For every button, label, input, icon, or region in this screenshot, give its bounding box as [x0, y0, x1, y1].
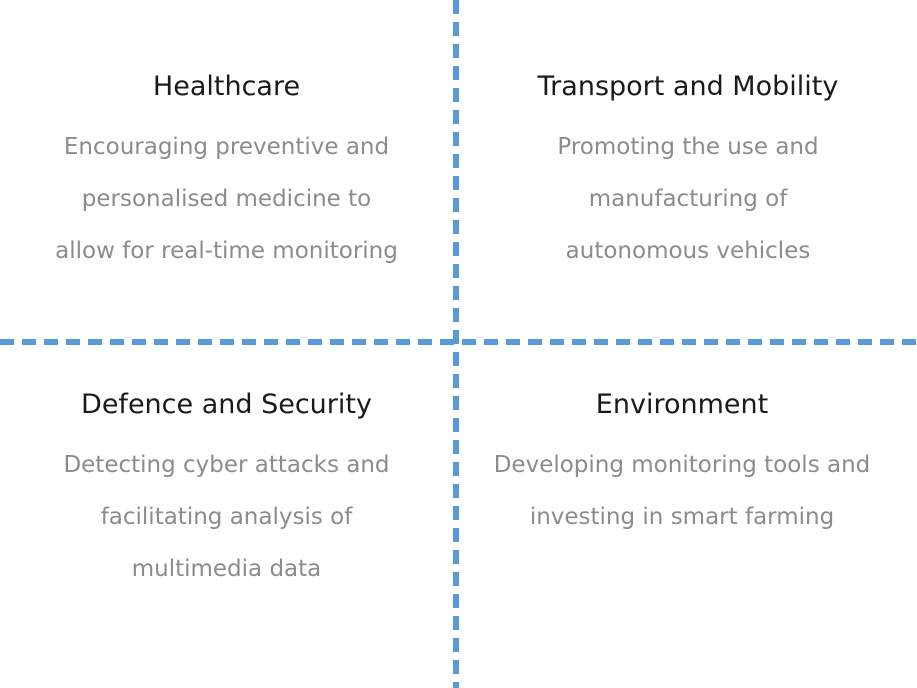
quadrant-description-line: Detecting cyber attacks and: [63, 452, 390, 478]
quadrant-title: Defence and Security: [81, 389, 372, 420]
quadrant-description-line: personalised medicine to: [81, 186, 372, 212]
quadrant-description-line: investing in smart farming: [529, 504, 835, 530]
quadrant-description-line: Developing monitoring tools and: [493, 452, 871, 478]
quadrant-description-line: Promoting the use and: [557, 134, 819, 160]
quadrant-description-line: Encouraging preventive and: [63, 134, 390, 160]
quadrant-transport-mobility: Transport and Mobility Promoting the use…: [459, 70, 917, 277]
quadrant-description-line: allow for real-time monitoring: [55, 238, 398, 264]
horizontal-divider: [0, 339, 917, 345]
quadrant-title: Transport and Mobility: [537, 71, 839, 102]
quadrant-description-line: multimedia data: [131, 556, 322, 582]
quadrant-description-line: autonomous vehicles: [565, 238, 811, 264]
quadrant-description-line: manufacturing of: [588, 186, 788, 212]
quadrant-title: Healthcare: [152, 71, 301, 102]
quadrant-title: Environment: [595, 389, 769, 420]
quadrant-description-line: facilitating analysis of: [100, 504, 353, 530]
quadrant-environment: Environment Developing monitoring tools …: [459, 388, 905, 543]
quadrant-healthcare: Healthcare Encouraging preventive and pe…: [0, 70, 453, 277]
quadrant-defence-security: Defence and Security Detecting cyber att…: [0, 388, 453, 595]
